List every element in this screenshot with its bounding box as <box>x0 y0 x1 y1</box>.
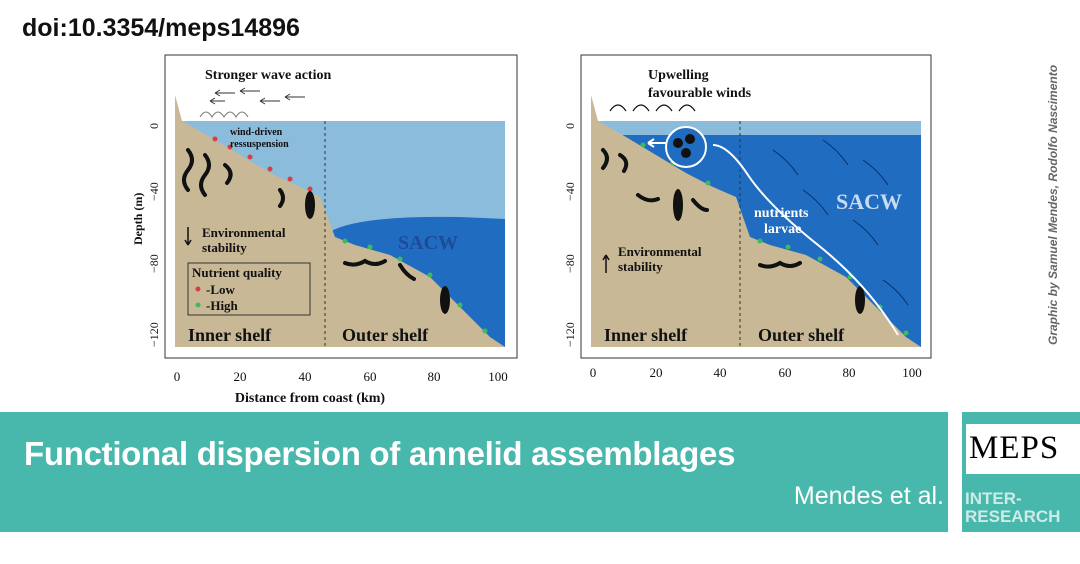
left-low-nutrient-dots <box>212 136 313 192</box>
right-xtick-0: 0 <box>590 365 597 380</box>
right-xtick-3: 60 <box>779 365 792 380</box>
left-xtick-0: 0 <box>174 369 181 384</box>
left-resuspension-1: wind-driven <box>230 127 283 138</box>
right-title-1: Upwelling <box>648 68 709 83</box>
right-wind-icon <box>609 104 696 112</box>
left-xtick-1: 20 <box>234 369 247 384</box>
left-legend-high: -High <box>206 298 239 313</box>
doi-label: doi:10.3354/meps14896 <box>22 14 300 42</box>
left-xtick-2: 40 <box>299 369 312 384</box>
left-xtick-3: 60 <box>364 369 377 384</box>
article-title: Functional dispersion of annelid assembl… <box>24 435 736 472</box>
right-ytick-1: −40 <box>563 182 577 201</box>
graphic-credit: Graphic by Samuel Mendes, Rodolfo Nascim… <box>1046 64 1060 345</box>
left-xtick-4: 80 <box>428 369 441 384</box>
right-annelid-body-2 <box>855 286 865 314</box>
right-annelid-body <box>673 189 683 221</box>
left-wave-icon <box>199 111 249 118</box>
right-flow-larvae: larvae <box>764 222 801 237</box>
right-sacw-label: SACW <box>836 189 902 214</box>
left-annelid-silhouettes <box>182 148 416 281</box>
meps-logo-box: MEPS <box>966 424 1080 474</box>
right-current-arrows <box>772 139 909 306</box>
left-resuspension-2: ressuspension <box>230 139 289 150</box>
title-banner: Functional dispersion of annelid assembl… <box>0 412 948 532</box>
right-sediment <box>591 95 921 347</box>
right-xtick-4: 80 <box>843 365 856 380</box>
meps-logo-text: MEPS <box>969 430 1060 466</box>
right-ytick-0: 0 <box>563 123 577 129</box>
left-annelid-body <box>305 191 315 219</box>
left-wind-arrows <box>209 87 305 105</box>
inter-research-line2: RESEARCH <box>965 507 1061 526</box>
right-annelid-silhouettes <box>601 148 802 269</box>
left-y-axis-label: Depth (m) <box>131 193 145 245</box>
left-stability-1: Environmental <box>202 225 286 240</box>
larvae-circle <box>665 126 707 168</box>
left-ytick-3: −120 <box>147 322 161 347</box>
upwelling-flow-head <box>647 138 666 148</box>
left-legend-box <box>187 262 311 316</box>
left-title: Stronger wave action <box>205 68 331 83</box>
right-outer-shelf: Outer shelf <box>758 325 845 345</box>
right-stability-arrow <box>602 254 610 273</box>
left-sacw-label: SACW <box>398 232 458 254</box>
right-xtick-2: 40 <box>714 365 727 380</box>
left-stability-arrow <box>184 227 192 246</box>
left-xtick-5: 100 <box>488 369 508 384</box>
right-diagram: Upwelling favourable winds Environmental… <box>563 54 932 380</box>
left-outer-shelf: Outer shelf <box>342 325 429 345</box>
right-ytick-3: −120 <box>563 322 577 347</box>
left-diagram: Stronger wave action wind-driven ressusp… <box>131 54 518 406</box>
left-legend-title: Nutrient quality <box>192 265 282 280</box>
right-flow-nutrients: nutrients <box>754 206 809 221</box>
article-authors: Mendes et al. <box>793 482 944 510</box>
inter-research-line1: INTER- <box>965 489 1022 508</box>
left-x-axis-label: Distance from coast (km) <box>235 391 386 406</box>
meps-logo: MEPS INTER- RESEARCH <box>962 412 1080 532</box>
inter-research-logo: INTER- RESEARCH <box>965 490 1060 526</box>
left-inner-shelf: Inner shelf <box>188 325 272 345</box>
left-ytick-1: −40 <box>147 182 161 201</box>
right-surface-water <box>591 121 921 135</box>
left-ytick-0: 0 <box>147 123 161 129</box>
upwelling-flow-arrow <box>712 144 899 336</box>
low-nutrient-icon <box>195 286 201 292</box>
right-stability-1: Environmental <box>618 244 702 259</box>
left-annelid-body-2 <box>440 286 450 314</box>
right-stability-2: stability <box>618 259 663 274</box>
larvae-icon <box>673 134 695 158</box>
right-xtick-5: 100 <box>902 365 922 380</box>
left-high-nutrient-dots <box>342 238 488 334</box>
high-nutrient-icon <box>195 302 201 308</box>
right-xtick-1: 20 <box>650 365 663 380</box>
right-inner-shelf: Inner shelf <box>604 325 688 345</box>
left-ytick-2: −80 <box>147 254 161 273</box>
right-ytick-2: −80 <box>563 254 577 273</box>
right-title-2: favourable winds <box>648 86 752 101</box>
left-legend-low: -Low <box>206 282 236 297</box>
left-stability-2: stability <box>202 240 247 255</box>
